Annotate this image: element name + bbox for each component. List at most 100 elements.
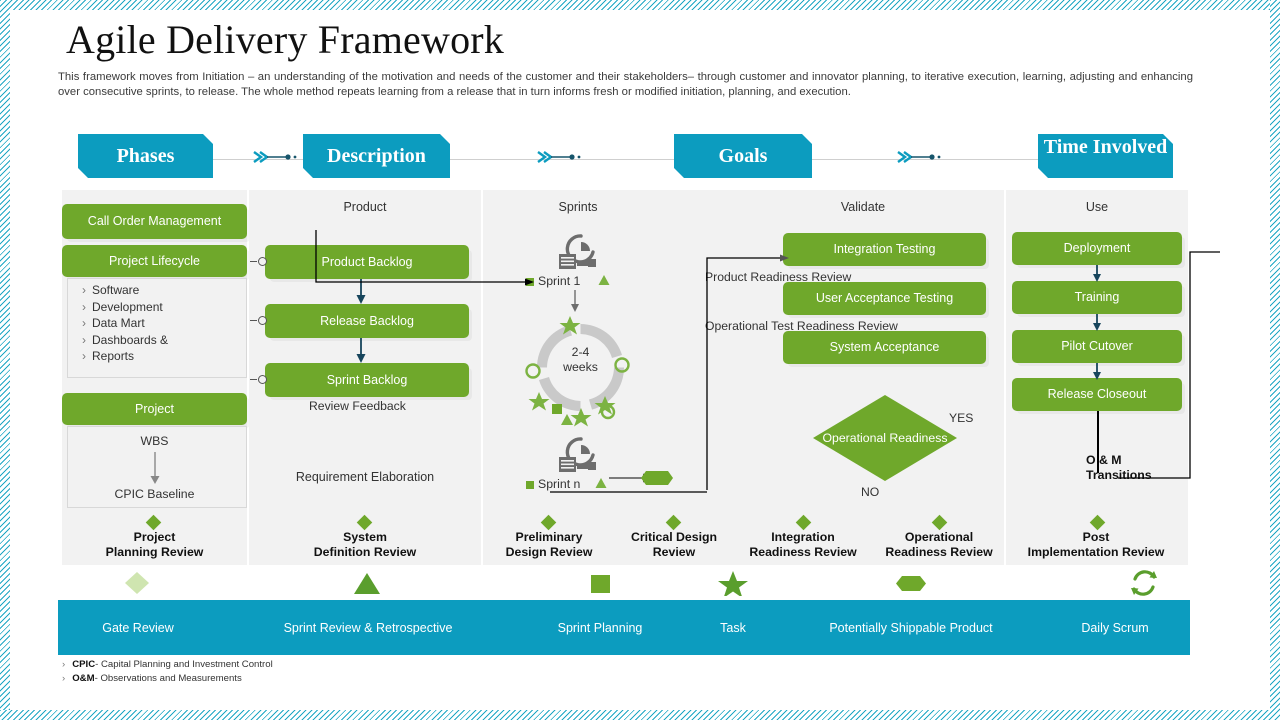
- label-cpic-baseline: CPIC Baseline: [114, 487, 195, 501]
- banner-time-involved[interactable]: Time Involved: [1038, 134, 1173, 178]
- head-use: Use: [1085, 200, 1109, 214]
- gate-review-diamond-icon-6: [931, 514, 948, 531]
- label-om-transitions: O & M Transitions: [1086, 453, 1152, 482]
- box-project-label: Project: [135, 401, 174, 416]
- banner-description[interactable]: Description: [303, 134, 450, 178]
- gate-review-diamond-icon: [145, 514, 162, 531]
- box-product-backlog-label: Product Backlog: [321, 254, 413, 269]
- square-icon-sprint-n: [526, 481, 534, 489]
- footnote-cpic-text: - Capital Planning and Investment Contro…: [95, 659, 273, 670]
- box-deployment[interactable]: Deployment: [1012, 232, 1182, 265]
- footnote-om-abbr: O&M: [72, 672, 95, 684]
- box-integration-testing[interactable]: Integration Testing: [783, 233, 986, 266]
- sprint-dashboard-icon-n: [559, 437, 596, 472]
- label-wbs: WBS: [140, 434, 169, 448]
- gate-review-diamond-icon-7: [1089, 514, 1106, 531]
- triangle-icon-sprint-n: [595, 478, 607, 488]
- box-system-acceptance[interactable]: System Acceptance: [783, 331, 986, 364]
- footnote-om: O&M- Observations and Measurements: [62, 672, 273, 686]
- box-release-closeout[interactable]: Release Closeout: [1012, 378, 1182, 411]
- line-release-to-om: [1097, 411, 1099, 473]
- arrow-down-icon-deploy-train: [1093, 265, 1101, 282]
- column-description: Product Product Backlog Release Backlog …: [249, 190, 481, 565]
- box-pilot-cutover-label: Pilot Cutover: [1061, 339, 1133, 353]
- list-item: Software: [82, 282, 168, 299]
- review-project-planning: Project Planning Review: [105, 530, 204, 559]
- footnote-om-text: - Observations and Measurements: [94, 672, 242, 684]
- box-training-label: Training: [1074, 290, 1120, 304]
- head-sprints: Sprints: [558, 200, 598, 214]
- legend-item-shippable-product[interactable]: Potentially Shippable Product: [800, 600, 1022, 655]
- review-preliminary-design: Preliminary Design Review: [505, 530, 593, 559]
- legend-item-sprint-review-label: Sprint Review & Retrospective: [283, 620, 453, 635]
- arrow-down-icon-product-to-release: [356, 279, 366, 304]
- chevron-arrow-icon-3: [897, 150, 943, 164]
- arrow-down-icon-train-pilot: [1093, 314, 1101, 331]
- decorative-stripe-left: [0, 0, 10, 720]
- box-user-acceptance-testing[interactable]: User Acceptance Testing: [783, 282, 986, 315]
- arrow-down-icon-wbs: [150, 452, 160, 484]
- list-item: Reports: [82, 348, 168, 365]
- banner-connector-line-3: [812, 159, 1042, 160]
- page-title: Agile Delivery Framework: [66, 17, 505, 62]
- box-project-lifecycle-label: Project Lifecycle: [108, 253, 200, 268]
- legend-item-daily-scrum[interactable]: Daily Scrum: [1040, 600, 1190, 655]
- legend-item-sprint-planning[interactable]: Sprint Planning: [520, 600, 680, 655]
- chevron-arrow-icon-1: [253, 150, 299, 164]
- decision-operational-readiness[interactable]: Operational Readiness: [813, 395, 957, 481]
- review-post-implementation: Post Implementation Review: [1027, 530, 1165, 559]
- legend-item-sprint-review[interactable]: Sprint Review & Retrospective: [230, 600, 506, 655]
- banner-phases[interactable]: Phases: [78, 134, 213, 178]
- triangle-icon: [354, 573, 380, 594]
- label-decision-no: NO: [861, 485, 880, 499]
- refresh-cycle-icon: [1131, 570, 1157, 596]
- hexagon-pill-icon-shippable-product: [641, 471, 673, 485]
- decision-operational-readiness-label: Operational Readiness: [822, 430, 948, 445]
- box-release-backlog-label: Release Backlog: [320, 313, 414, 328]
- legend-item-gate-review-label: Gate Review: [102, 620, 174, 635]
- decorative-stripe-top: [0, 0, 1280, 10]
- box-user-acceptance-testing-label: User Acceptance Testing: [815, 291, 954, 305]
- decorative-stripe-right: [1270, 0, 1280, 720]
- banner-time-involved-label: Time Involved: [1043, 136, 1168, 158]
- footnote-cpic: CPIC- Capital Planning and Investment Co…: [62, 658, 273, 672]
- phases-bullet-list: Software Development Data Mart Dashboard…: [82, 282, 168, 365]
- box-call-order-management[interactable]: Call Order Management: [62, 204, 247, 239]
- box-training[interactable]: Training: [1012, 281, 1182, 314]
- connector-stem-2: [250, 320, 257, 322]
- head-validate: Validate: [840, 200, 886, 214]
- legend-item-gate-review[interactable]: Gate Review: [58, 600, 218, 655]
- page-subtitle: This framework moves from Initiation – a…: [58, 71, 1193, 98]
- legend-item-shippable-product-label: Potentially Shippable Product: [829, 620, 993, 635]
- review-integration-readiness: Integration Readiness Review: [749, 530, 857, 559]
- label-cycle-duration: 2-4 weeks: [563, 345, 598, 374]
- legend-item-task[interactable]: Task: [680, 600, 786, 655]
- box-project[interactable]: Project: [62, 393, 247, 425]
- connector-knob-release-backlog: [258, 316, 267, 325]
- box-sprint-backlog[interactable]: Sprint Backlog: [265, 363, 469, 397]
- banner-goals-label: Goals: [718, 145, 768, 167]
- box-integration-testing-label: Integration Testing: [833, 242, 936, 256]
- legend-bar: [58, 600, 1190, 655]
- box-pilot-cutover[interactable]: Pilot Cutover: [1012, 330, 1182, 363]
- footnotes: CPIC- Capital Planning and Investment Co…: [62, 658, 273, 685]
- label-product-readiness-review: Product Readiness Review: [705, 270, 852, 284]
- chevron-arrow-icon-2: [537, 150, 583, 164]
- head-product: Product: [343, 200, 387, 214]
- triangle-icon-sprint-1: [598, 275, 610, 285]
- review-system-definition: System Definition Review: [313, 530, 417, 559]
- box-release-backlog[interactable]: Release Backlog: [265, 304, 469, 338]
- box-project-lifecycle[interactable]: Project Lifecycle: [62, 245, 247, 277]
- hexagon-pill-icon: [896, 576, 926, 591]
- label-operational-test-readiness-review: Operational Test Readiness Review: [705, 319, 898, 333]
- box-product-backlog[interactable]: Product Backlog: [265, 245, 469, 279]
- gate-review-diamond-icon-3: [540, 514, 557, 531]
- legend-item-task-label: Task: [720, 620, 746, 635]
- connector-stem-3: [250, 379, 257, 381]
- box-sprint-backlog-label: Sprint Backlog: [326, 372, 408, 387]
- banner-goals[interactable]: Goals: [674, 134, 812, 178]
- label-requirement-elaboration: Requirement Elaboration: [295, 470, 435, 484]
- diamond-icon: [125, 572, 149, 594]
- banner-connector-line-1: [213, 159, 308, 160]
